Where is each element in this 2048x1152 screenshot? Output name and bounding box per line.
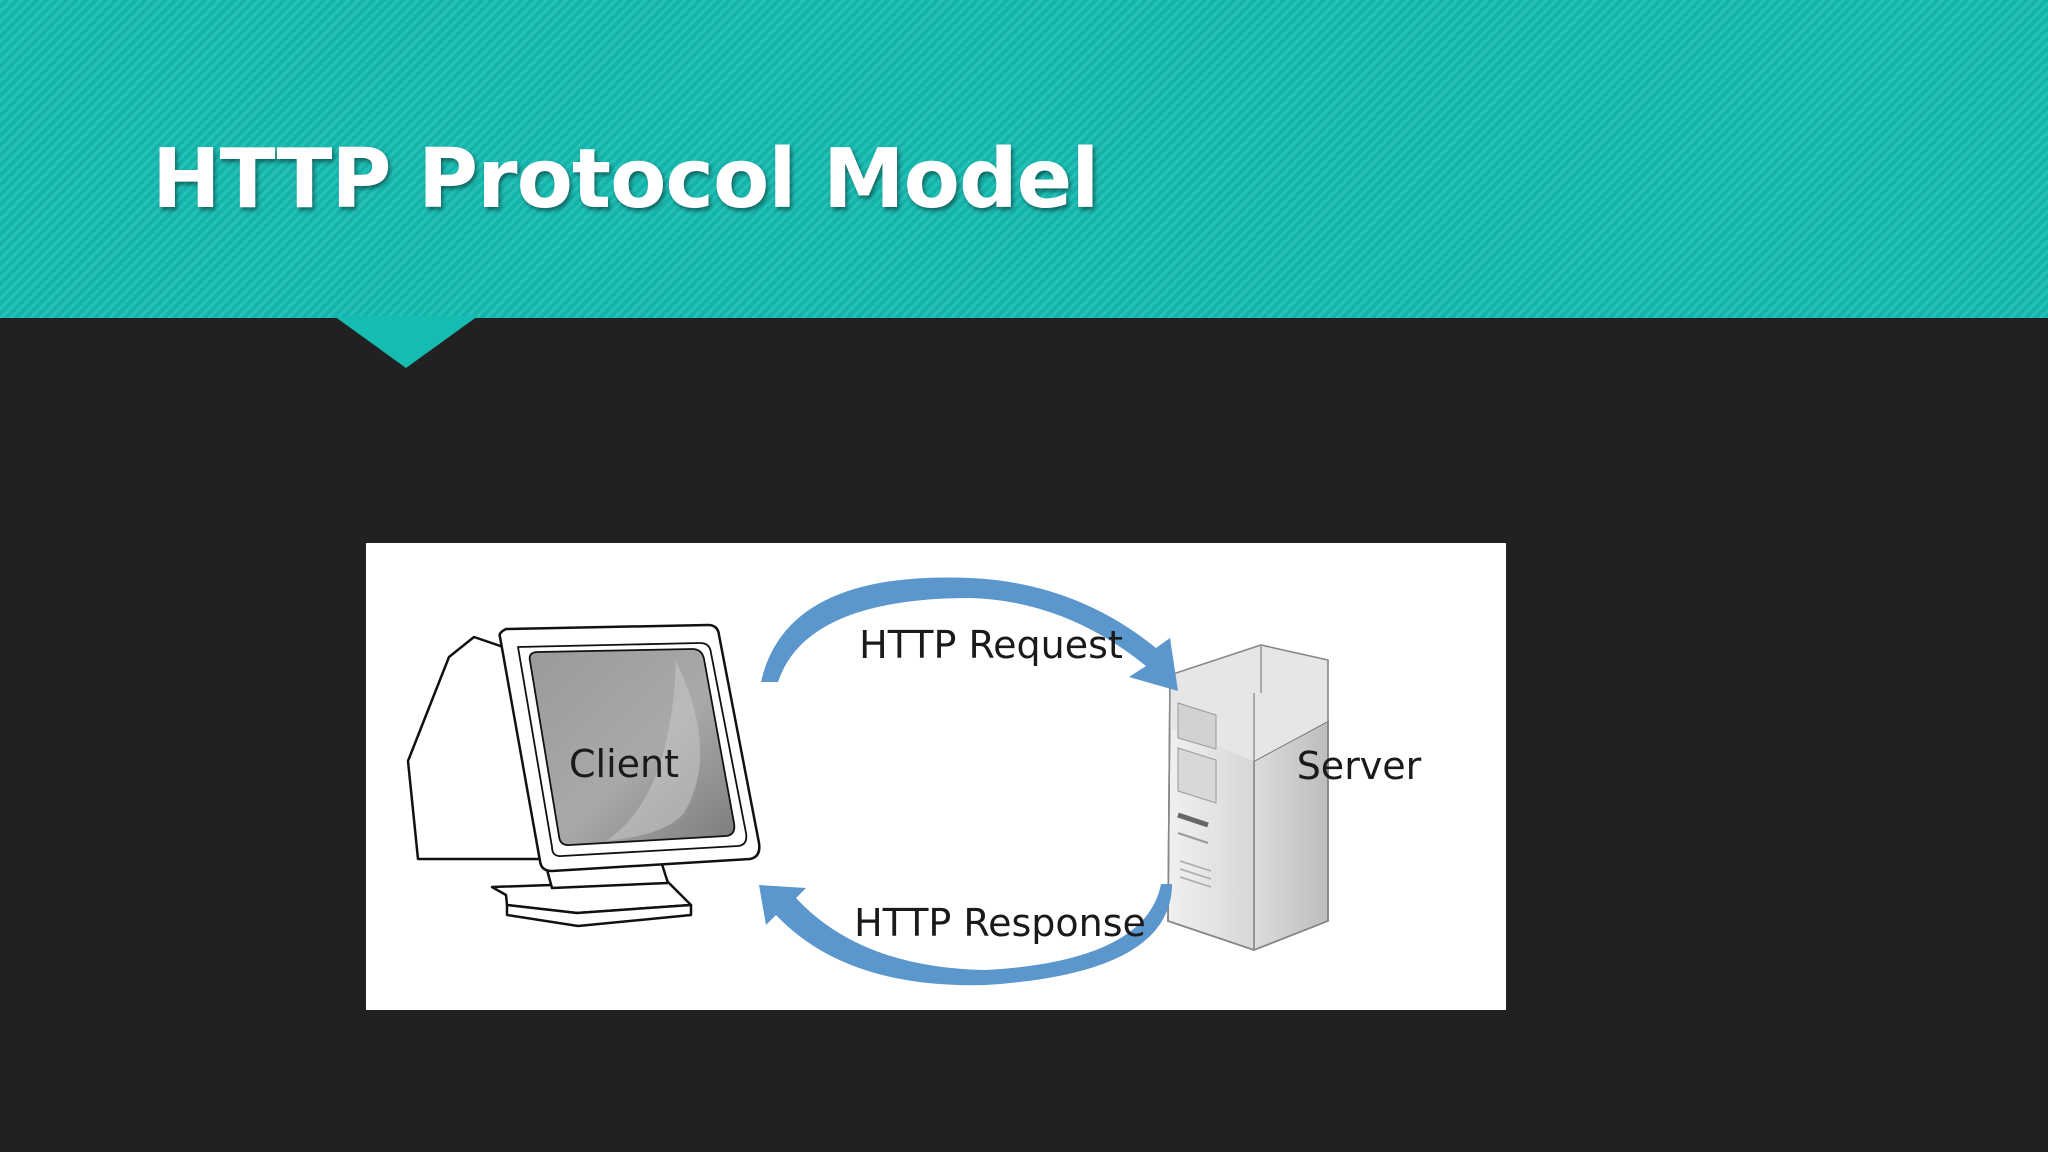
request-arrow-icon	[761, 577, 1178, 691]
banner-notch	[334, 316, 478, 368]
http-diagram: Client Server HTTP Request HTTP Response	[366, 543, 1506, 1010]
title-banner	[0, 0, 2048, 318]
client-monitor-icon	[406, 623, 761, 928]
response-arrow-icon	[759, 884, 1172, 986]
request-label: HTTP Request	[859, 623, 1123, 667]
server-label: Server	[1297, 744, 1422, 788]
diagram-svg: Client Server HTTP Request HTTP Response	[406, 577, 1422, 986]
server-tower-icon	[1167, 644, 1329, 952]
client-label: Client	[569, 742, 679, 786]
response-label: HTTP Response	[854, 901, 1146, 945]
slide-title: HTTP Protocol Model	[152, 132, 1099, 227]
